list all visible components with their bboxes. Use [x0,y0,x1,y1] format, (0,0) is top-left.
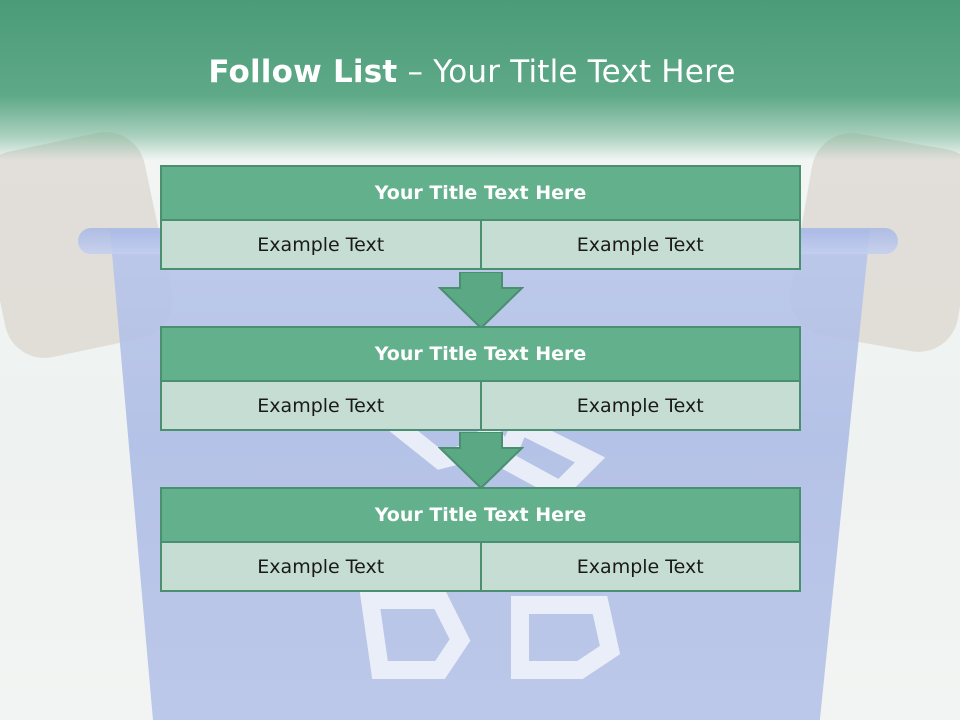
slide-title-rest: – Your Title Text Here [397,54,736,90]
list-block-cell-left: Example Text [160,382,482,431]
list-block-title: Your Title Text Here [160,487,801,543]
list-block-cell-right: Example Text [481,221,801,270]
down-arrow-icon [438,272,524,330]
slide-title-bold: Follow List [208,54,398,90]
slide-title: Follow List – Your Title Text Here [0,54,944,90]
list-block-row: Example Text Example Text [160,221,801,270]
list-block-cell-right: Example Text [481,382,801,431]
list-block-2: Your Title Text Here Example Text Exampl… [160,326,801,431]
list-block-row: Example Text Example Text [160,543,801,592]
list-block-title: Your Title Text Here [160,326,801,382]
list-block-1: Your Title Text Here Example Text Exampl… [160,165,801,270]
list-block-cell-left: Example Text [160,221,482,270]
list-block-3: Your Title Text Here Example Text Exampl… [160,487,801,592]
list-block-cell-left: Example Text [160,543,482,592]
list-block-cell-right: Example Text [481,543,801,592]
header-band [0,0,960,160]
down-arrow-icon [438,432,524,490]
list-block-row: Example Text Example Text [160,382,801,431]
list-block-title: Your Title Text Here [160,165,801,221]
